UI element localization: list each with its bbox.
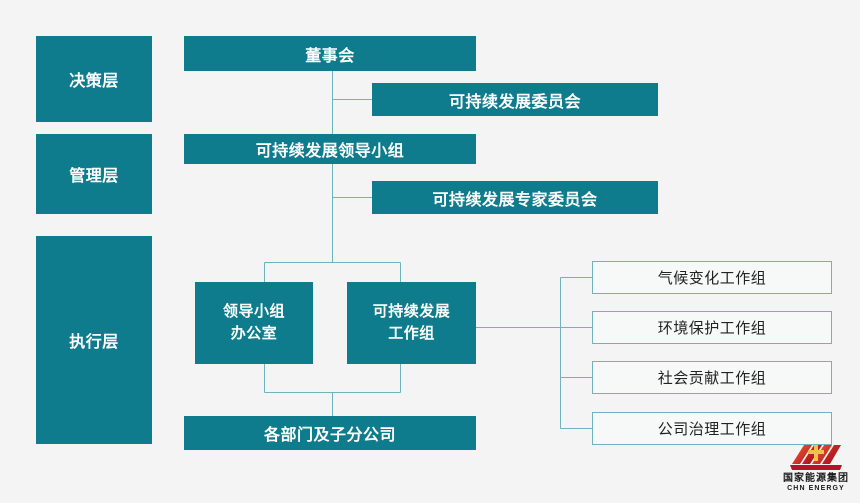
node-leading-group-office-label-line2: 办公室 [230,325,278,342]
node-sd-expert-committee[interactable]: 可持续发展专家委员会 [372,181,658,214]
node-board[interactable]: 董事会 [184,36,476,71]
node-sd-working-group[interactable]: 可持续发展 工作组 [347,282,476,364]
layer-label-management: 管理层 [36,134,152,214]
node-leading-group-office-label-line1: 领导小组 [222,303,285,321]
node-working-group-social[interactable]: 社会贡献工作组 [592,361,832,394]
layer-label-decision: 决策层 [36,36,152,122]
layer-label-execution: 执行层 [36,236,152,444]
node-working-group-social-label: 社会贡献工作组 [657,370,767,387]
node-sd-committee[interactable]: 可持续发展委员会 [372,83,658,116]
node-sd-committee-label: 可持续发展委员会 [448,93,581,111]
node-sd-working-group-label-line2: 工作组 [388,325,435,342]
node-working-group-environment-label: 环境保护工作组 [657,320,767,337]
chn-energy-logo-icon [790,445,842,470]
node-sd-leading-group-label: 可持续发展领导小组 [255,143,405,160]
layer-label-decision-text: 决策层 [69,73,119,90]
node-working-group-governance[interactable]: 公司治理工作组 [592,412,832,445]
layer-label-execution-text: 执行层 [69,334,119,351]
node-working-group-governance-label: 公司治理工作组 [657,421,767,438]
node-working-group-climate[interactable]: 气候变化工作组 [592,261,832,294]
logo-name-cn: 国家能源集团 [783,473,849,484]
node-working-group-climate-label: 气候变化工作组 [657,270,767,287]
node-sd-expert-committee-label: 可持续发展专家委员会 [432,191,598,209]
node-working-group-environment[interactable]: 环境保护工作组 [592,311,832,344]
layer-label-management-text: 管理层 [69,168,119,185]
node-leading-group-office[interactable]: 领导小组 办公室 [195,282,313,364]
logo-name-en: CHN ENERGY [787,485,845,492]
node-sd-working-group-label-line1: 可持续发展 [372,303,451,321]
node-departments-label: 各部门及子分公司 [263,427,396,444]
node-sd-leading-group[interactable]: 可持续发展领导小组 [184,134,476,164]
node-departments[interactable]: 各部门及子分公司 [184,416,476,450]
node-board-label: 董事会 [305,47,355,65]
company-logo: 国家能源集团 CHN ENERGY [778,442,854,498]
